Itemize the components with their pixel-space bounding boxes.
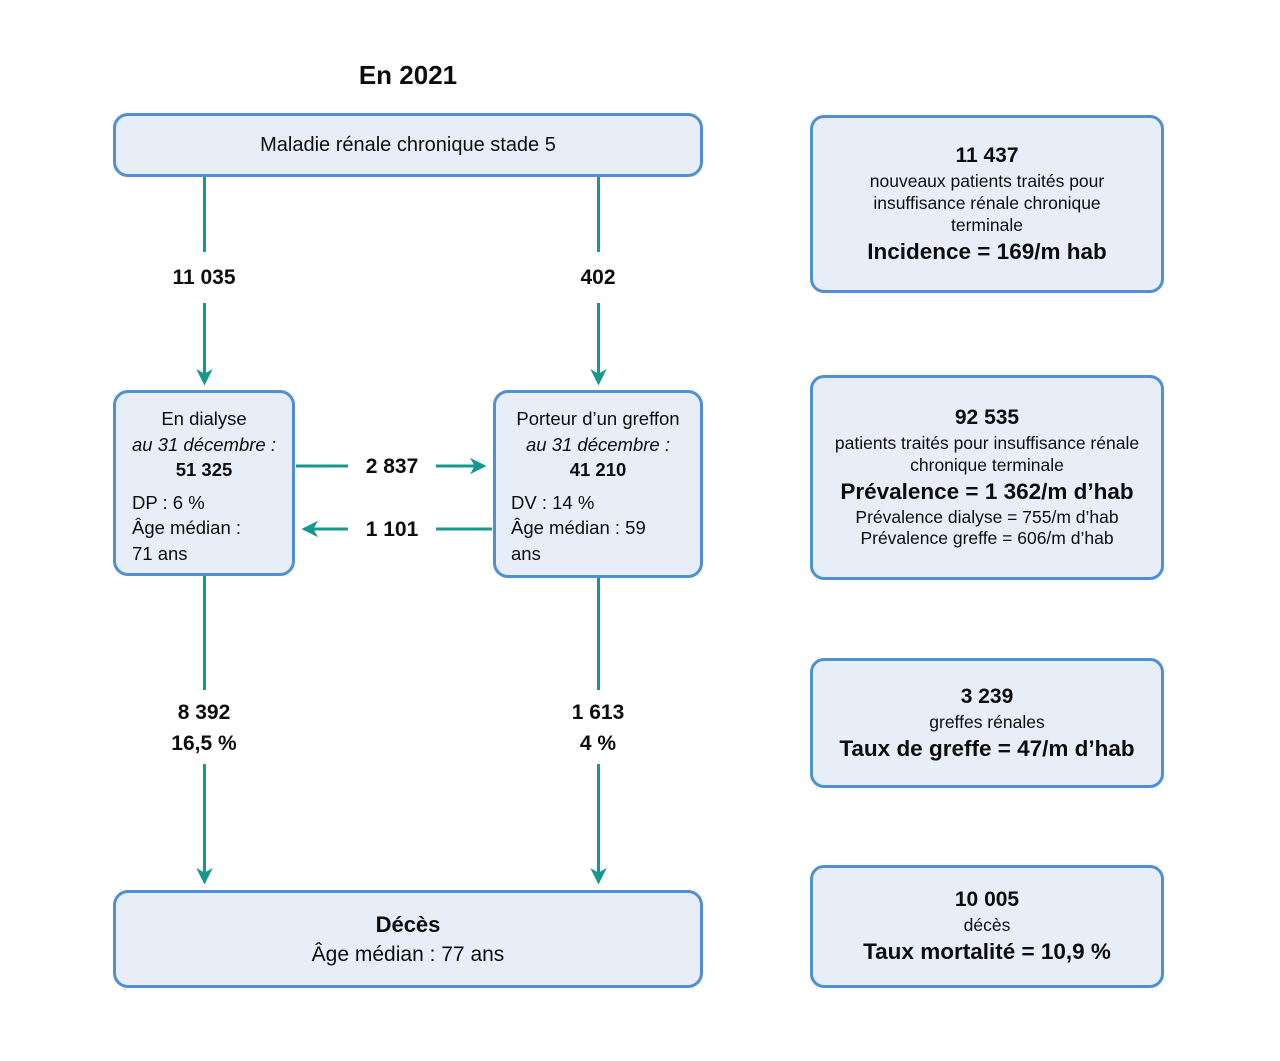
stat-mortality-highlight: Taux mortalité = 10,9 % [863, 939, 1111, 964]
dialysis-details: DP : 6 % Âge médian : 71 ans [116, 490, 292, 567]
node-root-label: Maladie rénale chronique stade 5 [260, 133, 556, 156]
graft-detail-age-label: Âge médian : 59 [511, 517, 646, 538]
stat-graft-number: 3 239 [960, 684, 1014, 708]
stat-box-mortality: 10 005 décès Taux mortalité = 10,9 % [810, 865, 1164, 988]
stat-box-graft-rate: 3 239 greffes rénales Taux de greffe = 4… [810, 658, 1164, 788]
label-graft-deaths-count: 1 613 [571, 701, 625, 724]
stat-incidence-number: 11 437 [955, 143, 1019, 167]
label-graft-deaths-rate: 4 % [579, 732, 617, 755]
label-dialysis-deaths: 8 392 16,5 % [124, 697, 284, 759]
graft-detail-age-value: ans [511, 542, 541, 564]
death-subtitle: Âge médian : 77 ans [311, 942, 505, 966]
stat-incidence-highlight: Incidence = 169/m hab [867, 238, 1107, 264]
death-title: Décès [375, 911, 441, 937]
dialysis-date-line: au 31 décembre : [132, 433, 276, 455]
stat-prevalence-description: patients traités pour insuffisance rénal… [834, 432, 1140, 475]
node-root: Maladie rénale chronique stade 5 [113, 113, 703, 177]
label-dialysis-deaths-rate: 16,5 % [171, 732, 237, 755]
node-dialysis: En dialyse au 31 décembre : 51 325 DP : … [113, 390, 295, 576]
graft-name: Porteur d’un greffon [516, 408, 680, 429]
graft-detail-dv: DV : 14 % [511, 491, 595, 513]
stat-prevalence-dialysis: Prévalence dialyse = 755/m d’hab [855, 506, 1119, 527]
stat-prevalence-number: 92 535 [954, 405, 1020, 429]
diagram-title: En 2021 [358, 60, 458, 90]
stat-graft-highlight: Taux de greffe = 47/m d’hab [839, 735, 1135, 761]
dialysis-detail-age-label: Âge médian : [132, 517, 242, 538]
graft-date-line: au 31 décembre : [526, 433, 670, 455]
node-death: Décès Âge médian : 77 ans [113, 890, 703, 988]
label-dialysis-to-graft-count: 2 837 [365, 455, 419, 478]
graft-count: 41 210 [569, 459, 627, 480]
label-root-to-graft-count: 402 [580, 266, 616, 289]
dialysis-detail-age-value: 71 ans [132, 542, 188, 564]
label-graft-deaths: 1 613 4 % [518, 697, 678, 759]
graft-details: DV : 14 % Âge médian : 59 ans [496, 490, 700, 567]
stat-box-prevalence: 92 535 patients traités pour insuffisanc… [810, 375, 1164, 580]
stat-mortality-number: 10 005 [954, 888, 1020, 911]
dialysis-detail-dp: DP : 6 % [132, 491, 205, 513]
label-root-to-dialysis-count: 11 035 [172, 266, 236, 289]
dialysis-count: 51 325 [175, 459, 233, 480]
stat-prevalence-graft: Prévalence greffe = 606/m d’hab [860, 528, 1114, 548]
stat-incidence-description: nouveaux patients traités pour insuffisa… [869, 170, 1105, 235]
stat-prevalence-highlight: Prévalence = 1 362/m d’hab [840, 478, 1134, 504]
node-graft: Porteur d’un greffon au 31 décembre : 41… [493, 390, 703, 578]
stat-box-incidence: 11 437 nouveaux patients traités pour in… [810, 115, 1164, 293]
stat-graft-description: greffes rénales [929, 711, 1045, 732]
label-dialysis-deaths-count: 8 392 [177, 701, 231, 724]
label-graft-to-dialysis-count: 1 101 [365, 518, 419, 541]
stat-mortality-description: décès [963, 915, 1011, 935]
dialysis-name: En dialyse [161, 408, 247, 429]
